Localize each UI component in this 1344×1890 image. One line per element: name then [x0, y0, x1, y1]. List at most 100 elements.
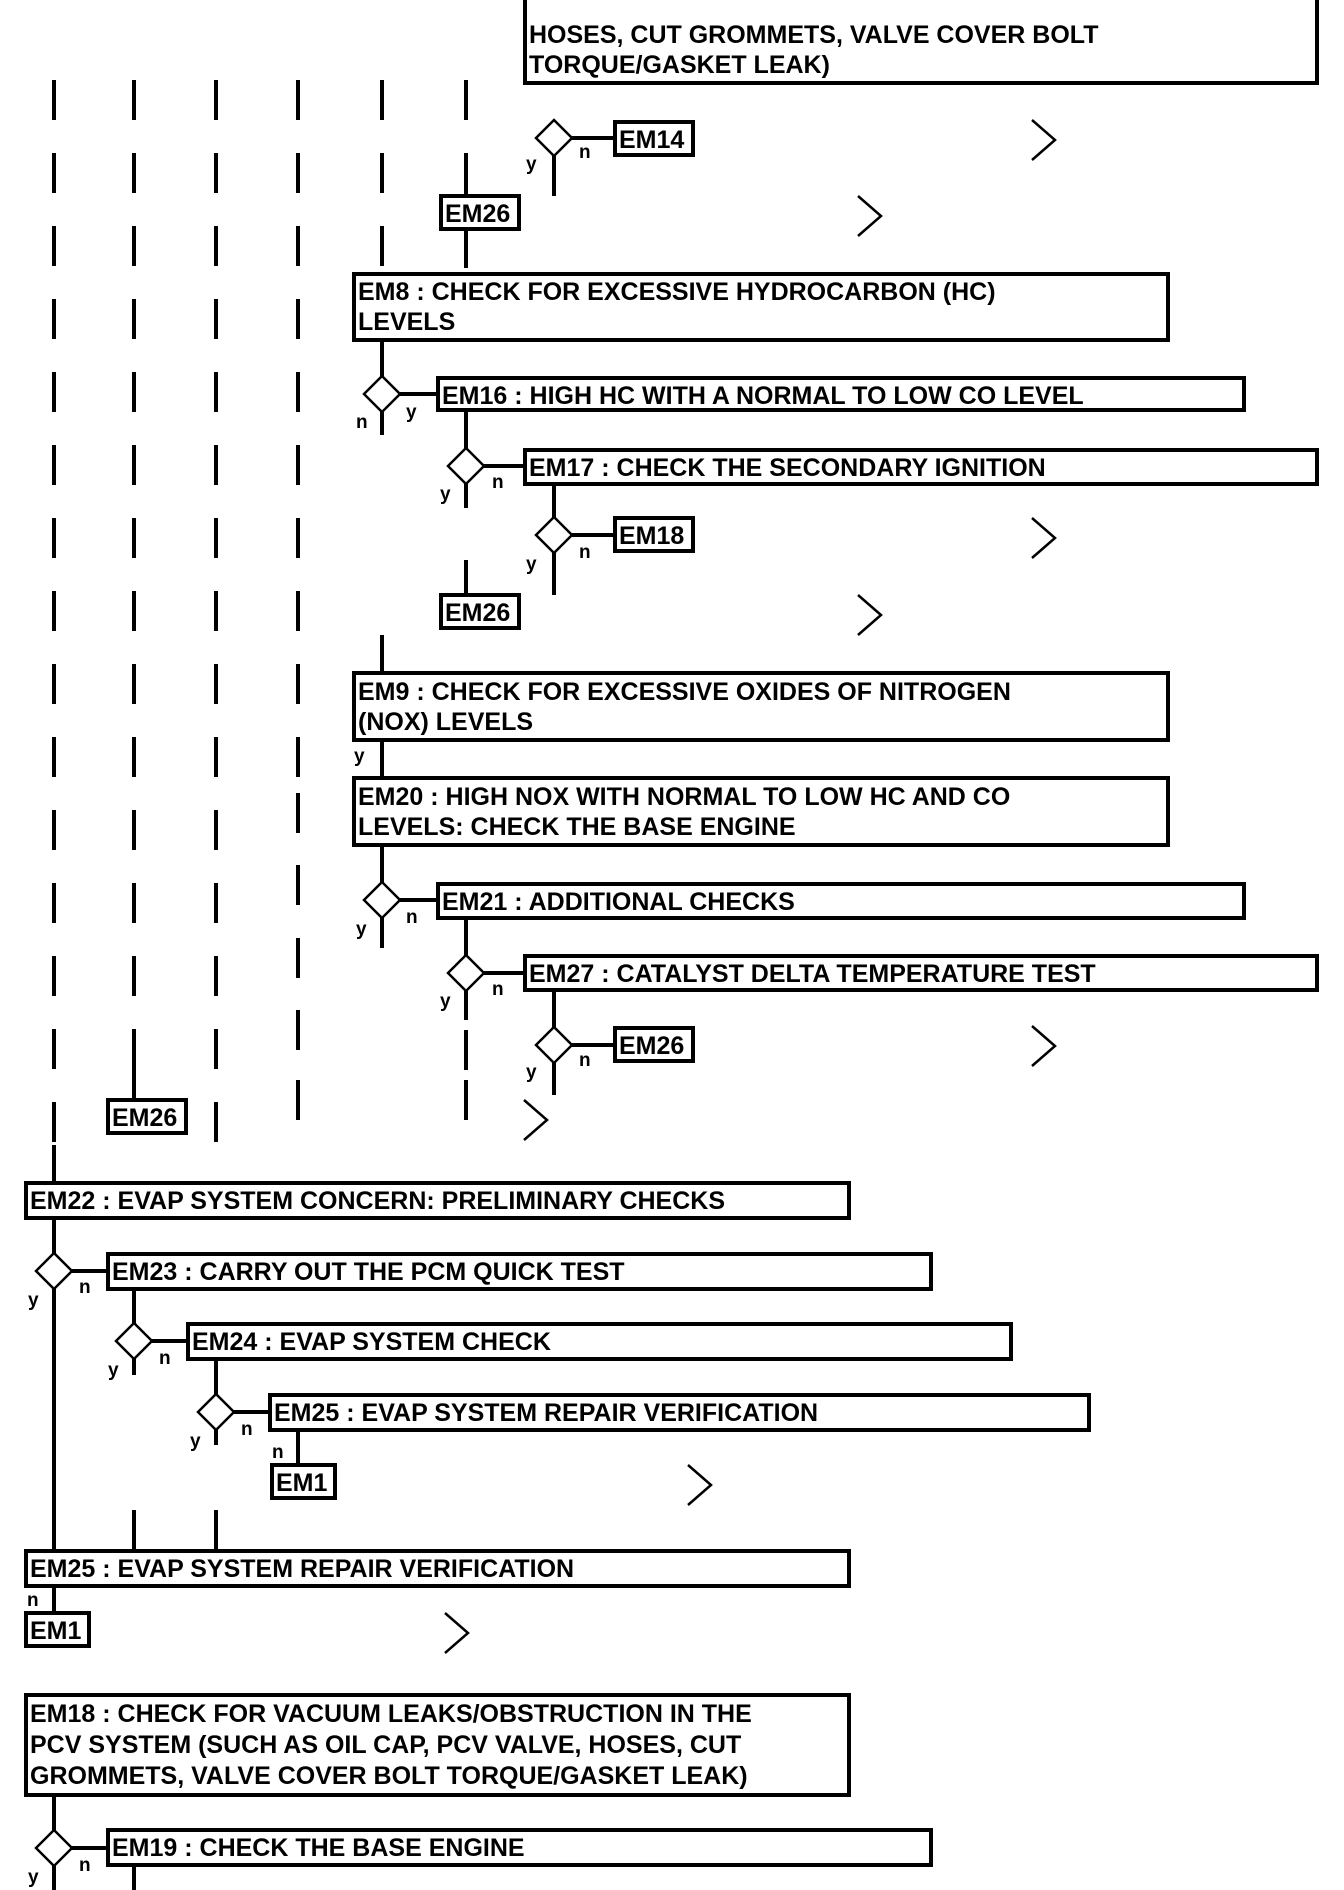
svg-text:EM8 : CHECK FOR EXCESSIVE HYDR: EM8 : CHECK FOR EXCESSIVE HYDROCARBON (H… — [358, 278, 996, 306]
svg-text:EM18 : CHECK FOR VACUUM LEAKS/: EM18 : CHECK FOR VACUUM LEAKS/OBSTRUCTIO… — [30, 1700, 752, 1728]
svg-text:EM26: EM26 — [445, 200, 510, 228]
chevron-right-icon — [687, 1464, 713, 1506]
ref-em18: EM18 — [613, 516, 695, 553]
decision-diamond — [34, 1251, 74, 1291]
svg-text:HOSES, CUT GROMMETS, VALVE COV: HOSES, CUT GROMMETS, VALVE COVER BOLT — [529, 21, 1098, 49]
svg-text:EM22 : EVAP SYSTEM CONCERN: PR: EM22 : EVAP SYSTEM CONCERN: PRELIMINARY … — [30, 1187, 725, 1215]
svg-text:y: y — [526, 154, 537, 175]
svg-text:n: n — [79, 1277, 91, 1298]
chevron-right-icon — [444, 1612, 470, 1654]
box-em22: EM22 : EVAP SYSTEM CONCERN: PRELIMINARY … — [24, 1181, 851, 1220]
decision-diamond — [534, 118, 574, 158]
svg-text:y: y — [354, 746, 365, 767]
chevron-right-icon — [1031, 119, 1057, 161]
box-em24: EM24 : EVAP SYSTEM CHECK — [186, 1322, 1013, 1361]
svg-text:n: n — [356, 412, 368, 433]
svg-text:EM25 : EVAP SYSTEM REPAIR VERI: EM25 : EVAP SYSTEM REPAIR VERIFICATION — [30, 1555, 574, 1583]
svg-text:n: n — [579, 1050, 591, 1071]
svg-text:EM23 : CARRY OUT THE PCM QUICK: EM23 : CARRY OUT THE PCM QUICK TEST — [112, 1258, 625, 1286]
svg-text:n: n — [241, 1419, 253, 1440]
ref-em14: EM14 — [613, 120, 695, 157]
chevron-right-icon — [857, 594, 883, 636]
svg-text:EM27 : CATALYST DELTA TEMPERAT: EM27 : CATALYST DELTA TEMPERATURE TEST — [529, 960, 1096, 988]
ref-em26-a: EM26 — [439, 194, 521, 231]
box-em23: EM23 : CARRY OUT THE PCM QUICK TEST — [106, 1252, 933, 1291]
svg-text:n: n — [27, 1590, 39, 1611]
svg-text:EM21 : ADDITIONAL CHECKS: EM21 : ADDITIONAL CHECKS — [442, 888, 795, 916]
svg-text:y: y — [28, 1290, 39, 1311]
svg-text:EM17 : CHECK THE SECONDARY IGN: EM17 : CHECK THE SECONDARY IGNITION — [529, 454, 1046, 482]
continuation-chevrons — [444, 119, 1057, 1654]
svg-text:y: y — [440, 484, 451, 505]
decision-diamond — [34, 1828, 74, 1868]
chevron-right-icon — [523, 1099, 549, 1141]
decision-diamonds — [34, 118, 574, 1868]
svg-text:EM9 : CHECK FOR EXCESSIVE OXID: EM9 : CHECK FOR EXCESSIVE OXIDES OF NITR… — [358, 678, 1011, 706]
svg-text:EM16 : HIGH HC WITH A NORMAL T: EM16 : HIGH HC WITH A NORMAL TO LOW CO L… — [442, 382, 1084, 410]
decision-diamond — [446, 446, 486, 486]
svg-text:EM18: EM18 — [619, 522, 684, 550]
svg-text:n: n — [79, 1855, 91, 1876]
svg-text:LEVELS: LEVELS — [358, 308, 455, 336]
svg-text:EM14: EM14 — [619, 126, 684, 154]
box-em21: EM21 : ADDITIONAL CHECKS — [436, 882, 1246, 920]
svg-text:(NOX) LEVELS: (NOX) LEVELS — [358, 708, 533, 736]
branch-labels: y n y n y n y n y y n y n y n y n y n y … — [27, 142, 591, 1888]
svg-text:n: n — [272, 1442, 284, 1463]
decision-diamond — [362, 880, 402, 920]
box-em16: EM16 : HIGH HC WITH A NORMAL TO LOW CO L… — [436, 376, 1246, 412]
svg-text:EM19 : CHECK THE BASE ENGINE: EM19 : CHECK THE BASE ENGINE — [112, 1834, 525, 1862]
svg-text:n: n — [492, 472, 504, 493]
decision-diamond — [114, 1321, 154, 1361]
decision-diamond — [362, 374, 402, 414]
box-em9: EM9 : CHECK FOR EXCESSIVE OXIDES OF NITR… — [352, 671, 1170, 742]
svg-text:n: n — [406, 907, 418, 928]
decision-diamond — [534, 515, 574, 555]
svg-text:y: y — [28, 1867, 39, 1888]
chevron-right-icon — [1031, 517, 1057, 559]
svg-text:n: n — [492, 979, 504, 1000]
ref-em1-b: EM1 — [24, 1611, 91, 1648]
svg-text:y: y — [406, 402, 417, 423]
decision-diamond — [534, 1025, 574, 1065]
continuation-dashes — [52, 80, 468, 1142]
svg-text:y: y — [526, 1062, 537, 1083]
svg-text:TORQUE/GASKET LEAK): TORQUE/GASKET LEAK) — [529, 51, 830, 79]
svg-text:EM25 : EVAP SYSTEM REPAIR VERI: EM25 : EVAP SYSTEM REPAIR VERIFICATION — [274, 1399, 818, 1427]
svg-text:GROMMETS, VALVE COVER BOLT TOR: GROMMETS, VALVE COVER BOLT TORQUE/GASKET… — [30, 1762, 748, 1790]
box-em20: EM20 : HIGH NOX WITH NORMAL TO LOW HC AN… — [352, 776, 1170, 847]
chevron-right-icon — [857, 195, 883, 237]
svg-text:y: y — [108, 1360, 119, 1381]
svg-text:LEVELS: CHECK THE BASE ENGINE: LEVELS: CHECK THE BASE ENGINE — [358, 813, 796, 841]
svg-text:EM20 : HIGH NOX WITH NORMAL TO: EM20 : HIGH NOX WITH NORMAL TO LOW HC AN… — [358, 783, 1010, 811]
chevron-right-icon — [1031, 1025, 1057, 1067]
box-em8: EM8 : CHECK FOR EXCESSIVE HYDROCARBON (H… — [352, 272, 1170, 342]
decision-diamond — [446, 953, 486, 993]
ref-em26-c: EM26 — [613, 1026, 695, 1063]
box-em19: EM19 : CHECK THE BASE ENGINE — [106, 1828, 933, 1867]
box-em25-b: EM25 : EVAP SYSTEM REPAIR VERIFICATION — [24, 1549, 851, 1588]
box-em18: EM18 : CHECK FOR VACUUM LEAKS/OBSTRUCTIO… — [24, 1693, 851, 1797]
ref-em26-b: EM26 — [439, 593, 521, 630]
svg-text:y: y — [190, 1431, 201, 1452]
box-em17: EM17 : CHECK THE SECONDARY IGNITION — [523, 448, 1319, 486]
ref-em26-d: EM26 — [106, 1098, 188, 1135]
svg-text:EM24 : EVAP SYSTEM CHECK: EM24 : EVAP SYSTEM CHECK — [192, 1328, 551, 1356]
svg-text:EM1: EM1 — [276, 1469, 328, 1497]
svg-text:EM26: EM26 — [445, 599, 510, 627]
ref-em1-a: EM1 — [270, 1463, 337, 1500]
svg-text:PCV SYSTEM (SUCH AS OIL CAP, P: PCV SYSTEM (SUCH AS OIL CAP, PCV VALVE, … — [30, 1731, 741, 1759]
svg-text:EM26: EM26 — [619, 1032, 684, 1060]
svg-text:EM1: EM1 — [30, 1617, 82, 1645]
decision-diamond — [196, 1392, 236, 1432]
svg-text:y: y — [526, 554, 537, 575]
svg-text:n: n — [579, 542, 591, 563]
box-em27: EM27 : CATALYST DELTA TEMPERATURE TEST — [523, 954, 1319, 992]
box-em25-a: EM25 : EVAP SYSTEM REPAIR VERIFICATION — [268, 1393, 1091, 1432]
svg-text:n: n — [579, 142, 591, 163]
box-em7-continued: HOSES, CUT GROMMETS, VALVE COVER BOLT TO… — [523, 0, 1319, 85]
svg-text:n: n — [159, 1348, 171, 1369]
svg-text:y: y — [356, 919, 367, 940]
svg-text:y: y — [440, 991, 451, 1012]
